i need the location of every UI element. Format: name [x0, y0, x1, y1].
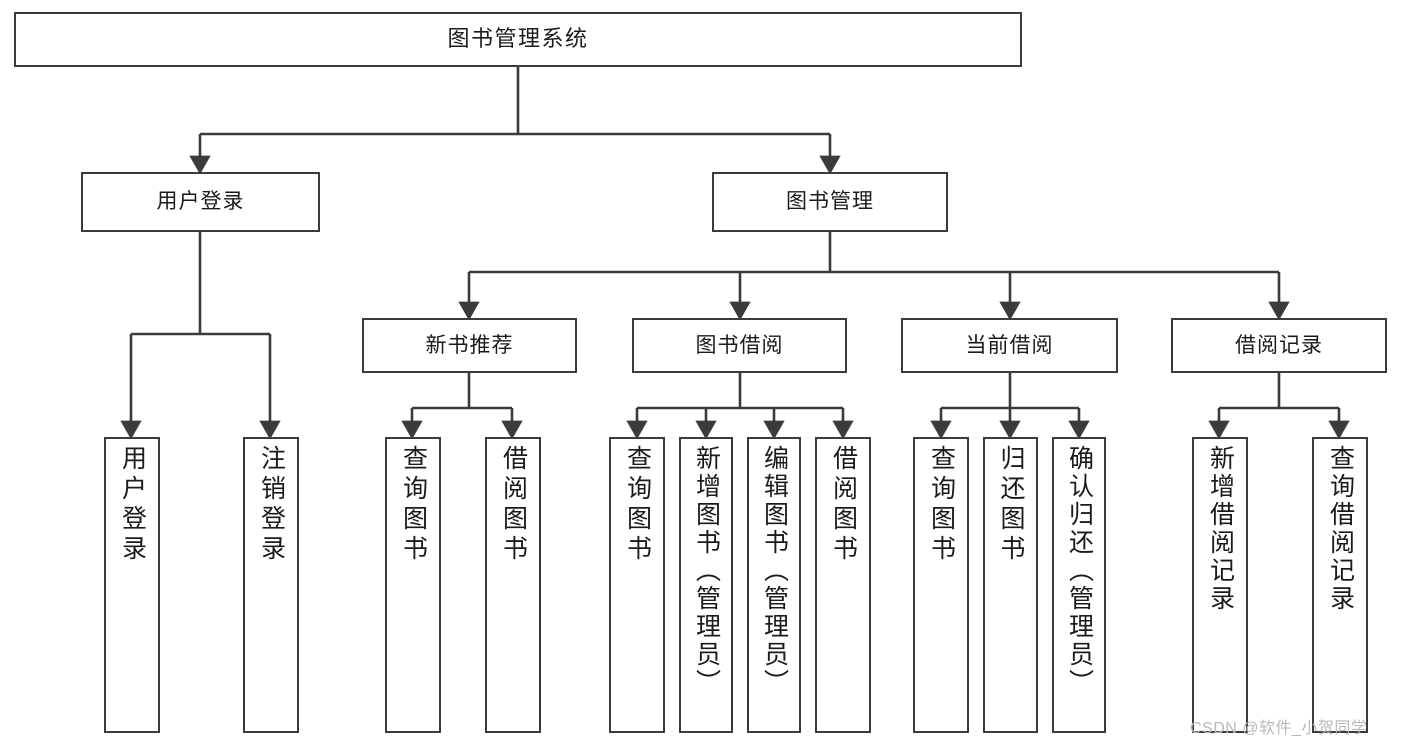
node-user-login[interactable]: 用户登录: [81, 172, 320, 232]
node-label: 新书推荐: [425, 333, 514, 357]
node-label: 借阅记录: [1235, 333, 1323, 357]
node-label: 查询图书: [623, 445, 652, 565]
leaf-add-borrow-record[interactable]: 新增借阅记录: [1192, 437, 1248, 733]
node-root-system[interactable]: 图书管理系统: [14, 12, 1022, 67]
leaf-edit-book-admin[interactable]: 编辑图书（管理员）: [747, 437, 801, 733]
leaf-query-book-2[interactable]: 查询图书: [609, 437, 665, 733]
node-label: 查询图书: [927, 445, 956, 565]
node-new-book-recommend[interactable]: 新书推荐: [362, 318, 577, 373]
leaf-query-book-3[interactable]: 查询图书: [913, 437, 969, 733]
leaf-logout[interactable]: 注销登录: [243, 437, 299, 733]
leaf-query-book-1[interactable]: 查询图书: [385, 437, 441, 733]
node-label: 确认归还（管理员）: [1065, 445, 1094, 697]
node-label: 查询图书: [399, 445, 428, 565]
node-label: 新增图书（管理员）: [692, 445, 721, 697]
node-label: 用户登录: [156, 190, 245, 214]
node-label: 图书管理系统: [447, 26, 589, 52]
node-label: 借阅图书: [829, 445, 858, 565]
node-label: 注销登录: [257, 445, 286, 565]
node-label: 用户登录: [118, 445, 147, 565]
node-label: 编辑图书（管理员）: [760, 445, 789, 697]
node-book-management[interactable]: 图书管理: [712, 172, 948, 232]
node-book-borrow[interactable]: 图书借阅: [632, 318, 847, 373]
node-label: 图书借阅: [695, 333, 784, 357]
leaf-borrow-book-2[interactable]: 借阅图书: [815, 437, 871, 733]
node-label: 借阅图书: [499, 445, 528, 565]
leaf-confirm-return-admin[interactable]: 确认归还（管理员）: [1052, 437, 1106, 733]
csdn-watermark: CSDN @软件_小贺同学: [1190, 720, 1368, 737]
node-borrow-record[interactable]: 借阅记录: [1171, 318, 1387, 373]
node-label: 新增借阅记录: [1206, 445, 1235, 613]
node-label: 当前借阅: [965, 333, 1054, 357]
node-current-borrow[interactable]: 当前借阅: [901, 318, 1118, 373]
leaf-query-borrow-record[interactable]: 查询借阅记录: [1312, 437, 1368, 733]
leaf-borrow-book-1[interactable]: 借阅图书: [485, 437, 541, 733]
node-label: 归还图书: [997, 445, 1025, 565]
leaf-user-login[interactable]: 用户登录: [104, 437, 160, 733]
node-label: 图书管理: [786, 190, 874, 214]
leaf-add-book-admin[interactable]: 新增图书（管理员）: [679, 437, 733, 733]
node-label: 查询借阅记录: [1326, 445, 1355, 613]
leaf-return-book[interactable]: 归还图书: [983, 437, 1038, 733]
